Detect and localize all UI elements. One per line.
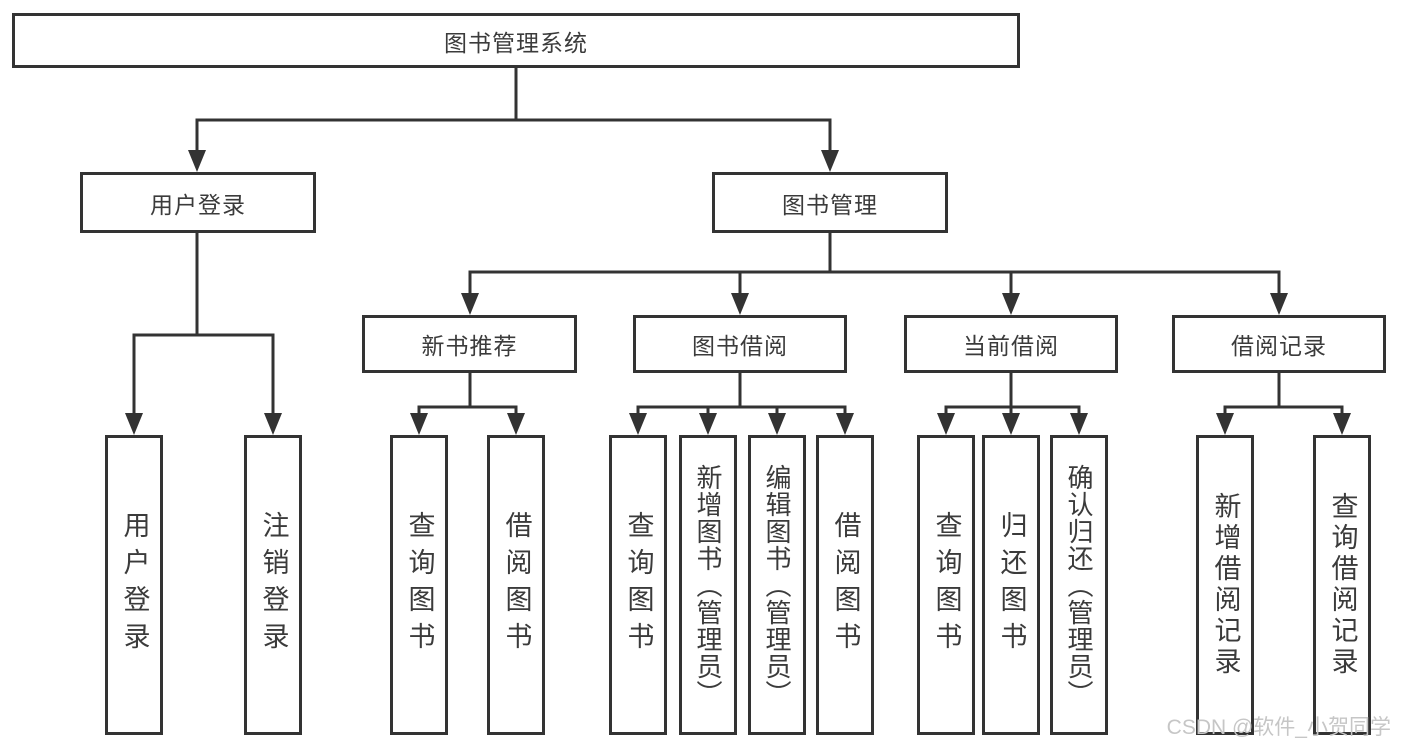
- node-label: 图书管理: [782, 191, 878, 218]
- node-library-management-system: 图书管理系统: [12, 13, 1020, 68]
- leaf-label: 新增图书（管理员）: [693, 463, 723, 707]
- leaf-label: 查询图书: [404, 511, 435, 659]
- leaf-label: 用户登录: [119, 511, 150, 659]
- leaf-user-login: 用户登录: [105, 435, 163, 735]
- leaf-label: 借阅图书: [830, 511, 861, 659]
- leaf-borrow-books-borrowing: 借阅图书: [816, 435, 874, 735]
- leaf-query-books-recommend: 查询图书: [390, 435, 448, 735]
- leaf-label: 查询图书: [623, 511, 654, 659]
- leaf-edit-book-admin: 编辑图书（管理员）: [748, 435, 806, 735]
- leaf-query-books-borrowing: 查询图书: [609, 435, 667, 735]
- node-current-borrowing: 当前借阅: [904, 315, 1118, 373]
- leaf-query-books-current: 查询图书: [917, 435, 975, 735]
- leaf-logout: 注销登录: [244, 435, 302, 735]
- leaf-add-book-admin: 新增图书（管理员）: [679, 435, 737, 735]
- watermark-text: CSDN @软件_小贺同学: [1166, 716, 1391, 739]
- node-label: 借阅记录: [1231, 333, 1327, 359]
- node-label: 新书推荐: [421, 333, 518, 359]
- leaf-label: 归还图书: [996, 511, 1027, 659]
- leaf-label: 编辑图书（管理员）: [762, 463, 792, 707]
- node-book-borrowing: 图书借阅: [633, 315, 847, 373]
- leaf-query-borrow-record: 查询借阅记录: [1313, 435, 1371, 735]
- leaf-confirm-return-admin: 确认归还（管理员）: [1050, 435, 1108, 735]
- leaf-borrow-books-recommend: 借阅图书: [487, 435, 545, 735]
- leaf-label: 查询借阅记录: [1327, 492, 1358, 678]
- node-user-login: 用户登录: [80, 172, 316, 233]
- leaf-label: 借阅图书: [501, 511, 532, 659]
- node-label: 当前借阅: [963, 333, 1059, 359]
- leaf-label: 确认归还（管理员）: [1064, 463, 1094, 707]
- node-label: 图书管理系统: [444, 29, 588, 56]
- node-label: 用户登录: [150, 191, 246, 218]
- leaf-return-books: 归还图书: [982, 435, 1040, 735]
- node-borrowing-records: 借阅记录: [1172, 315, 1386, 373]
- node-new-book-recommend: 新书推荐: [362, 315, 577, 373]
- node-label: 图书借阅: [692, 333, 788, 359]
- node-book-management: 图书管理: [712, 172, 948, 233]
- leaf-add-borrow-record: 新增借阅记录: [1196, 435, 1254, 735]
- leaf-label: 注销登录: [258, 511, 289, 659]
- leaf-label: 查询图书: [931, 511, 962, 659]
- leaf-label: 新增借阅记录: [1210, 492, 1241, 678]
